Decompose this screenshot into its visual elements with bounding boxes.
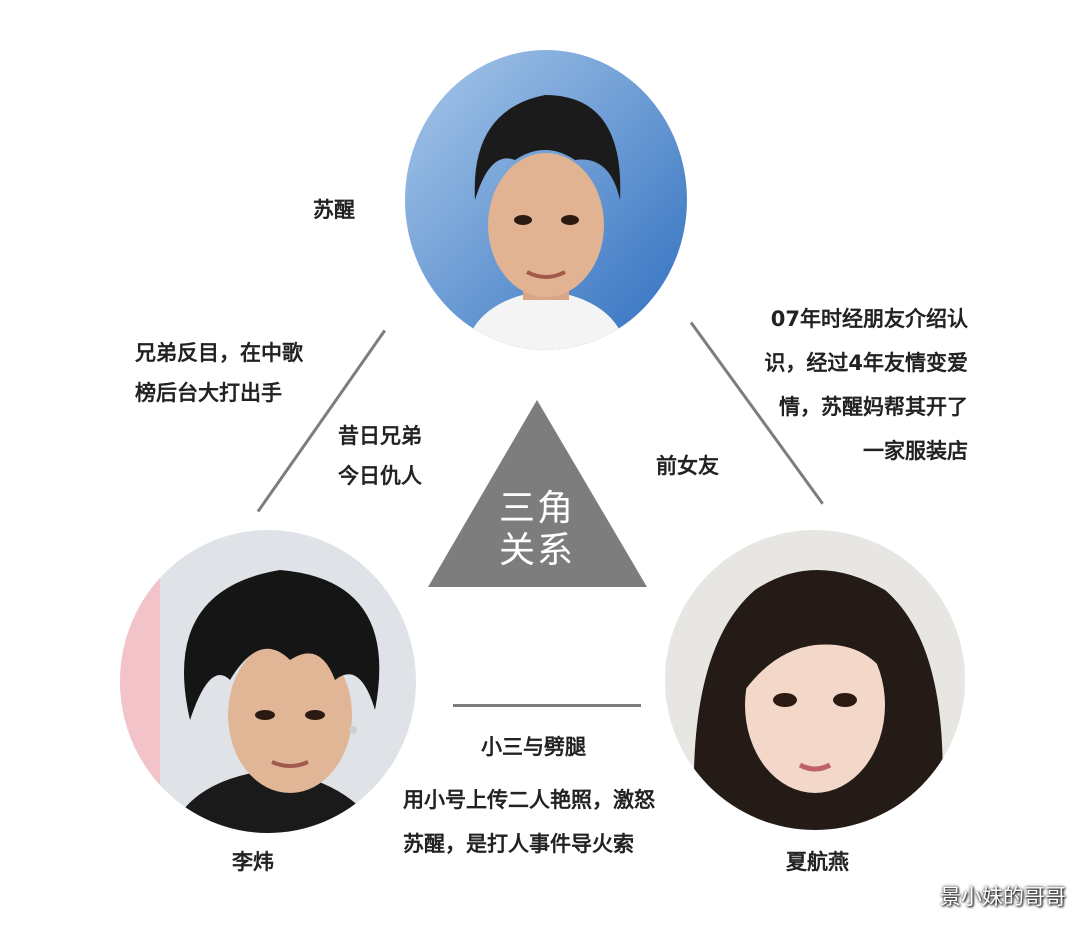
name-right: 夏航燕: [786, 850, 849, 874]
center-triangle: [428, 400, 647, 587]
top-right-description: 07年时经朋友介绍认 识，经过4年友情变爱 情，苏醒妈帮其开了 一家服装店: [764, 297, 968, 473]
label-line: 昔日兄弟: [338, 424, 422, 448]
center-label-line: 三角: [498, 488, 575, 529]
center-label-line: 关系: [498, 530, 575, 571]
connector-bottom: [453, 704, 641, 707]
bottom-label: 小三与劈腿: [481, 735, 586, 759]
top-left-label: 昔日兄弟 今日仇人: [338, 416, 422, 496]
portrait-right: [665, 530, 965, 830]
description-line: 用小号上传二人艳照，激怒: [403, 788, 655, 812]
name-left: 李炜: [232, 850, 274, 874]
portrait-top: [405, 50, 687, 350]
description-line: 情，苏醒妈帮其开了: [779, 395, 968, 419]
bottom-description: 用小号上传二人艳照，激怒 苏醒，是打人事件导火索: [403, 778, 655, 866]
portrait-left: [120, 530, 416, 833]
description-line: 07年时经朋友介绍认: [770, 307, 968, 331]
center-label: 三角 关系: [487, 488, 587, 572]
top-right-label: 前女友: [656, 454, 719, 478]
description-line: 榜后台大打出手: [135, 381, 282, 405]
description-line: 兄弟反目，在中歌: [135, 341, 303, 365]
description-line: 识，经过4年友情变爱: [764, 351, 968, 375]
name-top: 苏醒: [313, 198, 355, 222]
watermark: 景小妹的哥哥: [940, 885, 1066, 909]
description-line: 一家服装店: [863, 439, 968, 463]
label-line: 今日仇人: [338, 464, 422, 488]
description-line: 苏醒，是打人事件导火索: [403, 832, 634, 856]
top-left-description: 兄弟反目，在中歌 榜后台大打出手: [135, 333, 303, 413]
